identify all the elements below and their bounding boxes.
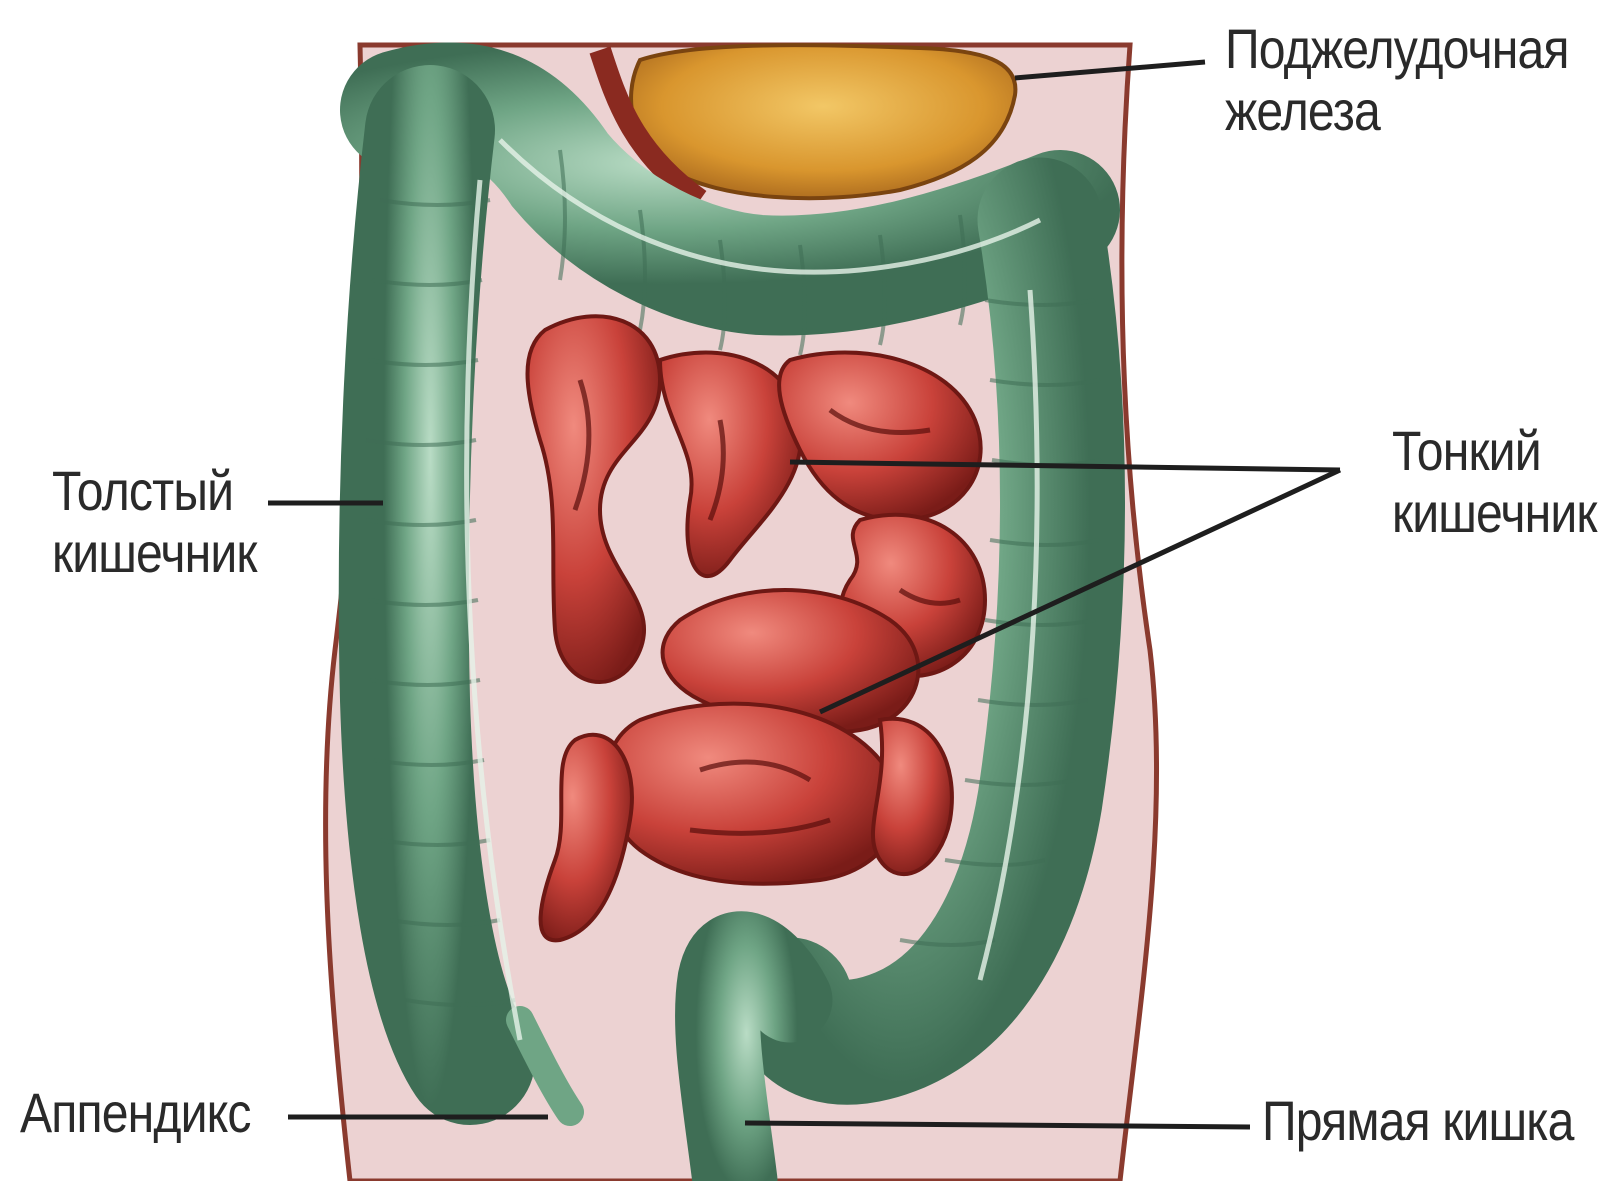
label-pancreas: Поджелудочная железа bbox=[1225, 18, 1569, 142]
small-intestine-shape bbox=[528, 316, 986, 940]
label-appendix: Аппендикс bbox=[20, 1082, 251, 1144]
ascending-colon bbox=[404, 130, 470, 1060]
label-large-intestine: Толстый кишечник bbox=[52, 460, 257, 584]
label-small-intestine: Тонкий кишечник bbox=[1392, 420, 1597, 544]
label-rectum: Прямая кишка bbox=[1262, 1090, 1573, 1152]
